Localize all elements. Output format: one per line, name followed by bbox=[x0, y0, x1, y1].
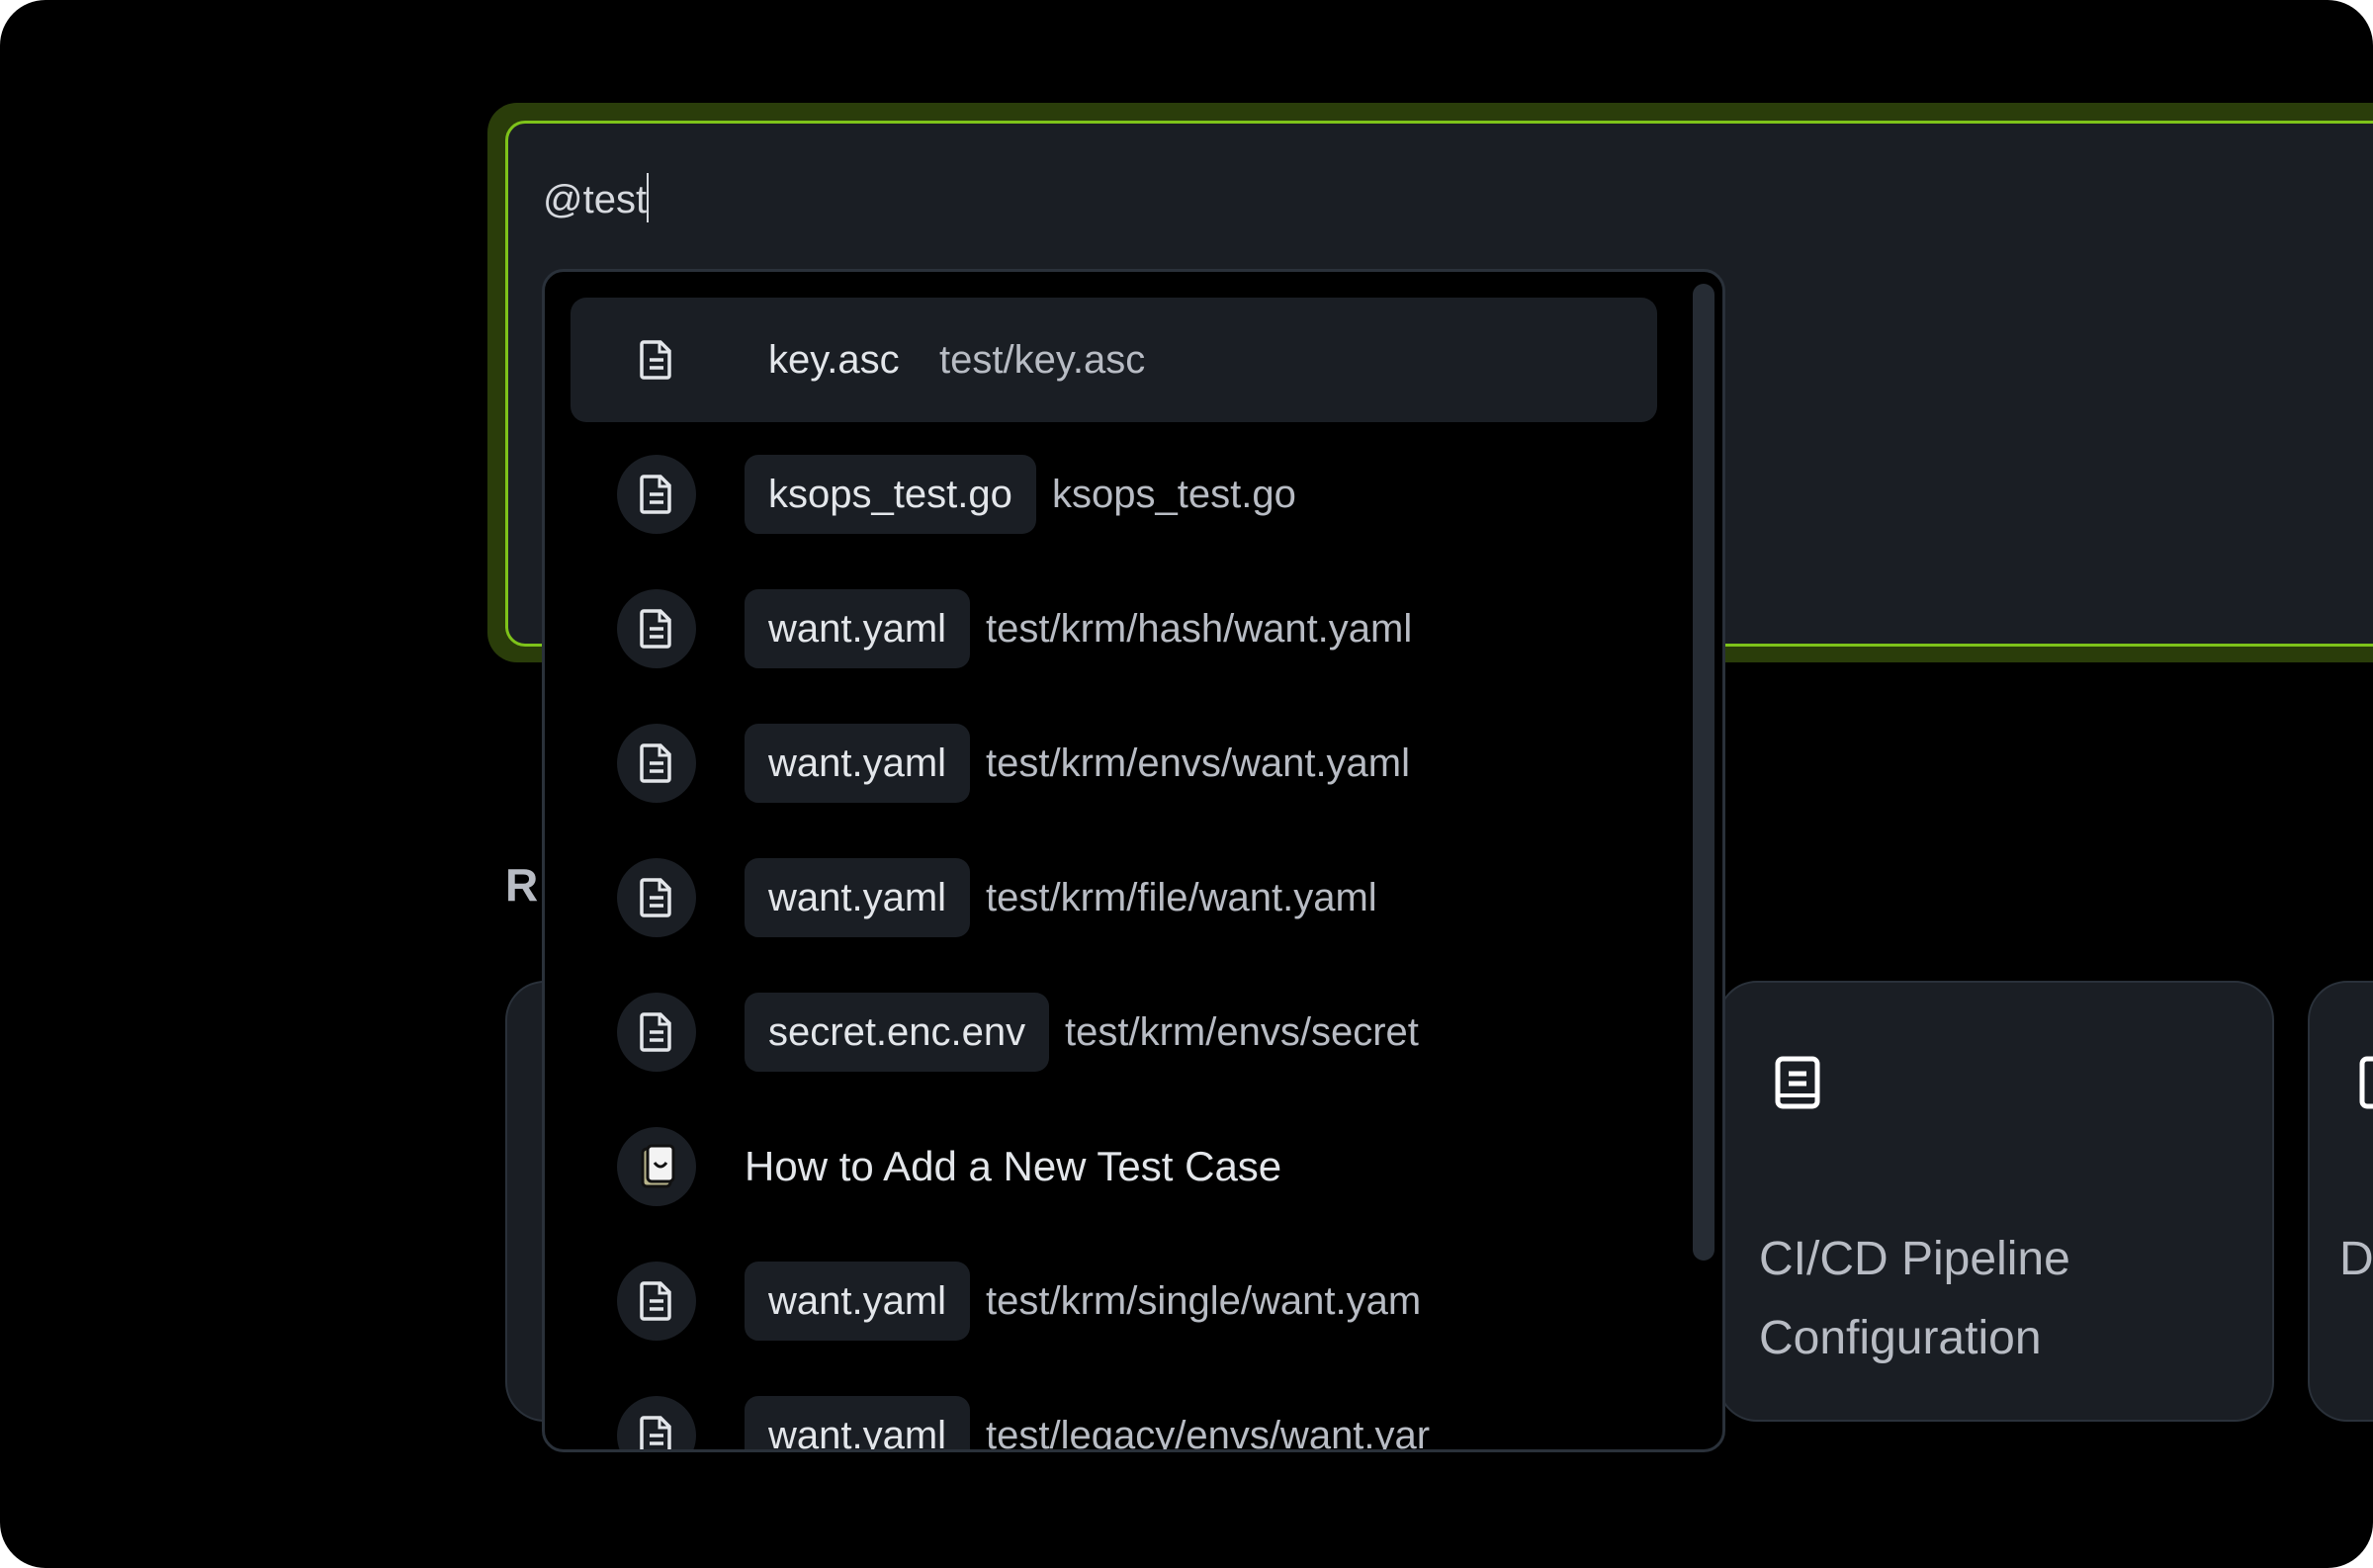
file-icon bbox=[617, 589, 696, 668]
suggestion-item[interactable]: ksops_test.go ksops_test.go bbox=[571, 432, 1657, 557]
file-name-chip: want.yaml bbox=[745, 589, 971, 668]
file-icon bbox=[617, 1262, 696, 1341]
file-path: test/krm/envs/secret bbox=[1065, 1009, 1419, 1054]
suggestion-item[interactable]: How to Add a New Test Case bbox=[571, 1104, 1657, 1229]
section-heading: R bbox=[505, 859, 539, 911]
card-recent-3[interactable]: D C bbox=[2308, 981, 2373, 1422]
text-caret bbox=[647, 173, 650, 222]
suggestion-item[interactable]: want.yaml test/legacy/envs/want.yar bbox=[571, 1373, 1657, 1452]
notebook-icon bbox=[617, 1127, 696, 1206]
scrollbar[interactable] bbox=[1693, 284, 1714, 1261]
query-value: @test bbox=[543, 178, 648, 221]
file-icon bbox=[617, 724, 696, 803]
card-title: CI/CD Pipeline Configuration bbox=[1759, 1233, 2070, 1364]
file-icon bbox=[617, 858, 696, 937]
file-name-chip: secret.enc.env bbox=[745, 993, 1050, 1072]
file-name-chip: ksops_test.go bbox=[745, 455, 1036, 534]
suggestion-item[interactable]: secret.enc.env test/krm/envs/secret bbox=[571, 970, 1657, 1094]
suggestion-item[interactable]: key.asc test/key.asc bbox=[571, 298, 1657, 422]
file-icon bbox=[617, 320, 696, 399]
file-path: ksops_test.go bbox=[1052, 472, 1296, 516]
card-cicd-pipeline[interactable]: CI/CD Pipeline Configuration bbox=[1717, 981, 2274, 1422]
file-name-chip: key.asc bbox=[768, 338, 900, 382]
file-icon bbox=[617, 455, 696, 534]
card-title: D C bbox=[2339, 1233, 2373, 1285]
file-path: test/krm/envs/want.yaml bbox=[986, 740, 1411, 785]
file-path: test/krm/hash/want.yaml bbox=[986, 606, 1413, 651]
book-icon bbox=[1775, 1056, 1820, 1109]
suggestion-item[interactable]: want.yaml test/krm/file/want.yaml bbox=[571, 835, 1657, 960]
suggestion-item[interactable]: want.yaml test/krm/single/want.yam bbox=[571, 1239, 1657, 1363]
file-name-chip: want.yaml bbox=[745, 1396, 971, 1449]
file-path: test/key.asc bbox=[939, 337, 1146, 382]
query-text[interactable]: @test bbox=[543, 173, 650, 222]
file-path: test/legacy/envs/want.yar bbox=[986, 1413, 1431, 1452]
suggestion-title: How to Add a New Test Case bbox=[745, 1143, 1282, 1189]
file-path: test/krm/file/want.yaml bbox=[986, 875, 1377, 919]
file-name-chip: want.yaml bbox=[745, 1262, 971, 1341]
file-icon bbox=[617, 1396, 696, 1449]
suggestion-item[interactable]: want.yaml test/krm/hash/want.yaml bbox=[571, 566, 1657, 691]
book-icon bbox=[2359, 1056, 2373, 1109]
file-icon bbox=[617, 993, 696, 1072]
file-name-chip: want.yaml bbox=[745, 858, 971, 937]
suggestion-item[interactable]: want.yaml test/krm/envs/want.yaml bbox=[571, 701, 1657, 826]
file-path: test/krm/single/want.yam bbox=[986, 1278, 1422, 1323]
file-name-chip: want.yaml bbox=[745, 724, 971, 803]
